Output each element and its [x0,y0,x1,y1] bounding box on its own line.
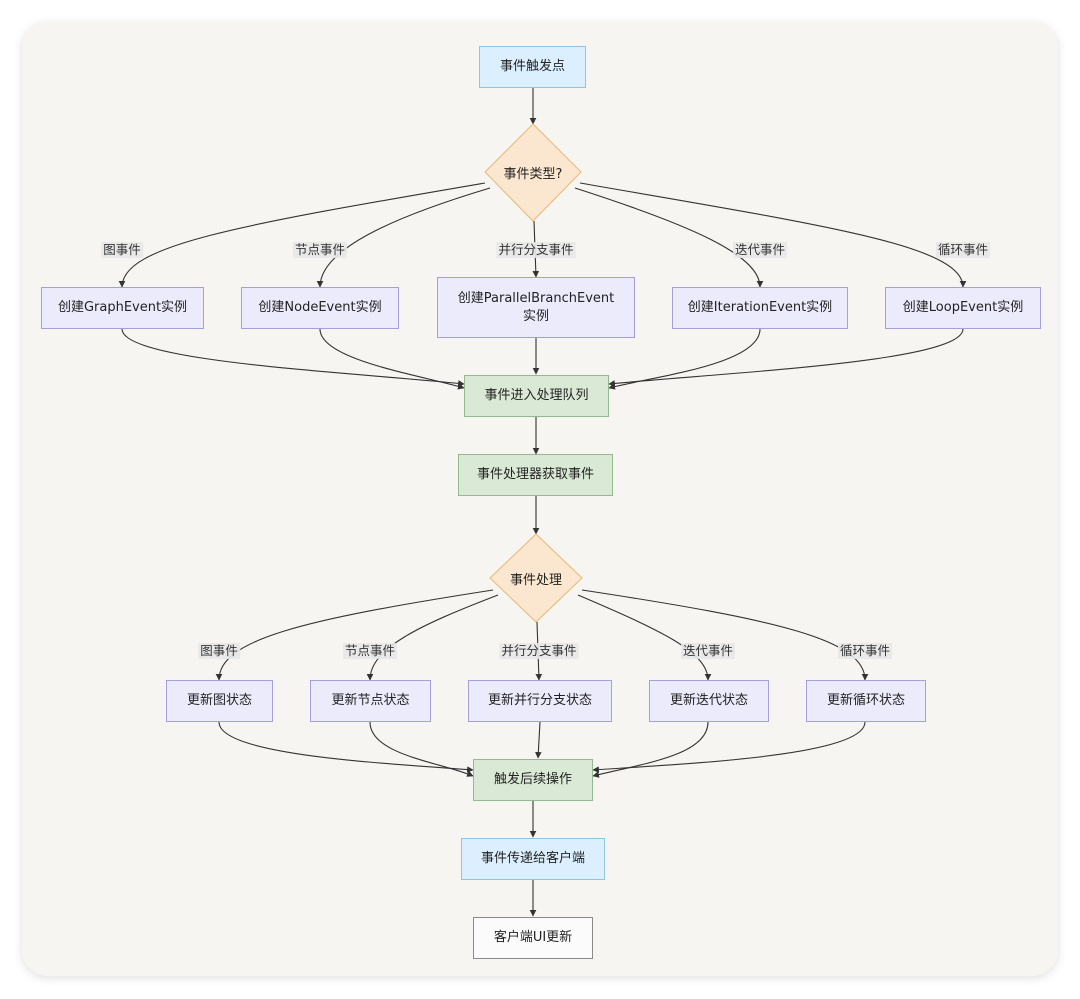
edge-unode-follow [369,721,474,777]
edge-iteration-enqueue [608,328,761,390]
handler-fetch-node: 事件处理器获取事件 [458,454,613,496]
edge-graph-enqueue [121,328,465,387]
edge-label-iteration-bottom: 迭代事件 [680,643,736,659]
edge-label-node-bottom: 节点事件 [342,643,398,659]
edge-label-parallel-top: 并行分支事件 [496,242,576,258]
edge-label-iteration-top: 迭代事件 [732,242,788,258]
follow-up-node: 触发后续操作 [473,759,593,801]
create-parallel-branch-event-node: 创建ParallelBranchEvent 实例 [437,277,635,338]
update-iteration-state-node: 更新迭代状态 [649,680,769,722]
edge-uiteration-follow [592,721,709,778]
edge-type-loop [579,182,967,288]
edge-uloop-follow [592,721,866,773]
update-graph-state-node: 更新图状态 [166,680,273,722]
trigger-node: 事件触发点 [479,46,586,88]
edge-label-parallel-bottom: 并行分支事件 [499,643,579,659]
event-handle-label: 事件处理 [509,572,562,588]
create-loop-event-node: 创建LoopEvent实例 [885,287,1041,329]
edge-type-node [316,187,491,288]
edge-handle-loop [581,589,869,681]
edge-handle-node [366,594,499,681]
edge-handle-graph [215,589,494,681]
update-loop-state-node: 更新循环状态 [806,680,926,722]
client-ui-node: 客户端UI更新 [473,917,593,959]
edge-label-loop-top: 循环事件 [935,242,991,258]
enqueue-node: 事件进入处理队列 [464,375,609,417]
event-type-diamond [484,123,582,222]
update-parallel-state-node: 更新并行分支状态 [468,680,612,722]
deliver-node: 事件传递给客户端 [461,838,605,880]
edge-uparallel-follow [535,721,542,759]
event-handle-diamond [489,533,583,623]
edge-label-node-top: 节点事件 [292,242,348,258]
edge-label-loop-bottom: 循环事件 [837,643,893,659]
event-type-label: 事件类型? [503,166,563,182]
create-iteration-event-node: 创建IterationEvent实例 [672,287,848,329]
create-graph-event-node: 创建GraphEvent实例 [41,287,204,329]
edge-handle-iteration [577,594,712,681]
edge-ugraph-follow [218,721,474,773]
edge-label-graph-bottom: 图事件 [198,643,240,659]
update-node-state-node: 更新节点状态 [310,680,431,722]
edge-node-enqueue [319,328,465,390]
edge-label-graph-top: 图事件 [101,242,143,258]
edge-loop-enqueue [608,328,964,387]
edge-type-iteration [574,187,764,288]
edge-type-graph [118,182,486,288]
create-node-event-node: 创建NodeEvent实例 [241,287,399,329]
